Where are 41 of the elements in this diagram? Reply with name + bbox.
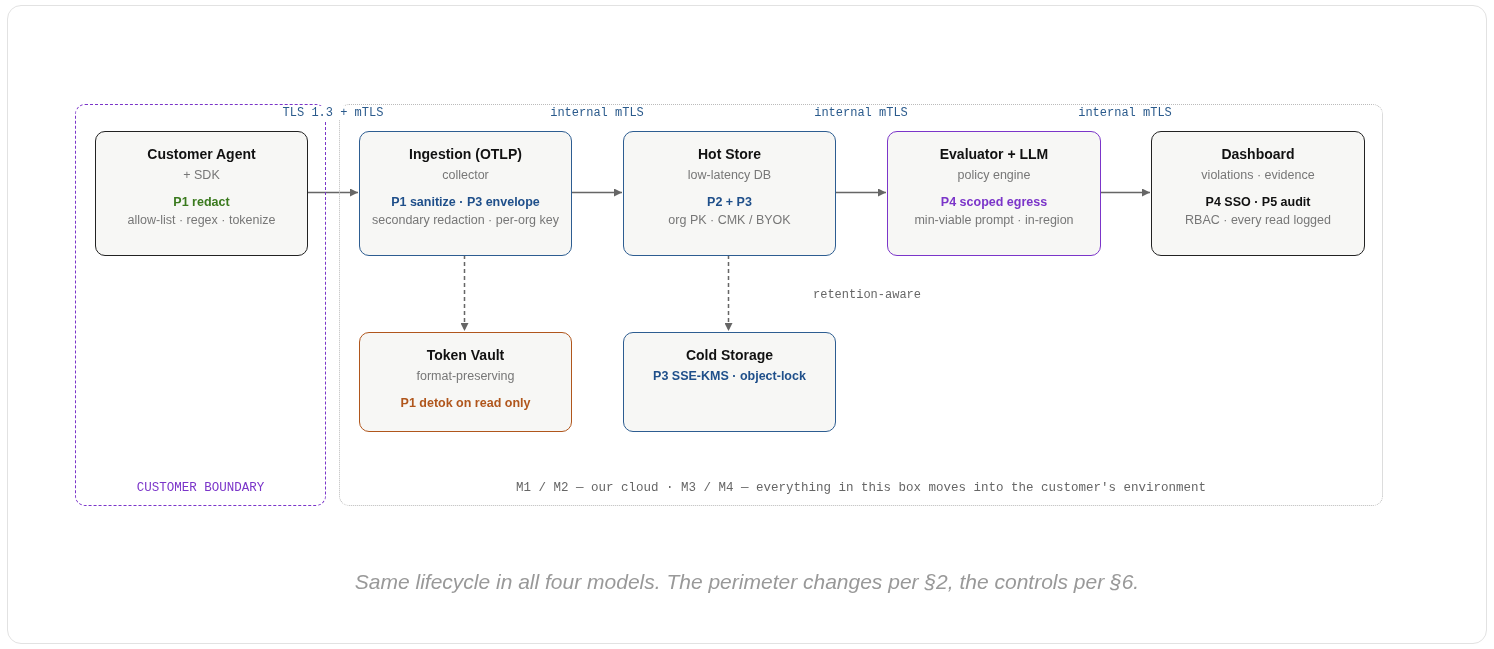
box-subtitle: policy engine xyxy=(957,168,1031,182)
process-box xyxy=(359,332,572,432)
box-title: Ingestion (OTLP) xyxy=(409,146,522,162)
box-title: Dashboard xyxy=(1221,146,1295,162)
box-subtitle: violations · evidence xyxy=(1201,168,1315,182)
process-box xyxy=(1151,131,1365,256)
box-subtitle: collector xyxy=(442,168,489,182)
box-title: Evaluator + LLM xyxy=(939,146,1049,162)
box-title: Token Vault xyxy=(426,347,505,363)
caption: Same lifecycle in all four models. The perimeter changes per §2, the controls per §6. xyxy=(353,570,1141,594)
box-detail: org PK · CMK / BYOK xyxy=(668,213,791,227)
box-title: Cold Storage xyxy=(685,347,774,363)
box-detail: min-viable prompt · in-region xyxy=(914,213,1074,227)
arrow xyxy=(306,188,359,197)
arrow xyxy=(834,188,887,197)
region-label: CUSTOMER BOUNDARY xyxy=(135,481,266,495)
process-box xyxy=(887,131,1101,256)
box-title: Customer Agent xyxy=(147,146,256,162)
control-label: P2 + P3 xyxy=(707,195,752,209)
process-box xyxy=(95,131,308,256)
control-label: P1 sanitize · P3 envelope xyxy=(391,195,540,209)
box-subtitle: format-preserving xyxy=(416,369,515,383)
arrow xyxy=(724,254,733,332)
arrow xyxy=(570,188,623,197)
process-box xyxy=(359,131,572,256)
box-detail: allow-list · regex · tokenize xyxy=(127,213,276,227)
region-label: M1 / M2 — our cloud · M3 / M4 — everything in this box moves into the customer's environment xyxy=(514,481,1208,495)
arrow xyxy=(1099,188,1151,197)
box-detail: secondary redaction · per-org key xyxy=(372,213,559,227)
control-label: P4 scoped egress xyxy=(940,195,1048,209)
arrow xyxy=(460,254,469,332)
control-label: P1 redact xyxy=(173,195,230,209)
control-label: P1 detok on read only xyxy=(400,396,531,410)
box-title: Hot Store xyxy=(698,146,761,162)
box-subtitle: + SDK xyxy=(183,168,220,182)
box-detail: RBAC · every read logged xyxy=(1185,213,1331,227)
control-label: P4 SSO · P5 audit xyxy=(1205,195,1311,209)
process-box xyxy=(623,131,836,256)
process-box xyxy=(623,332,836,432)
control-label: P3 SSE-KMS · object-lock xyxy=(653,369,806,383)
box-subtitle: low-latency DB xyxy=(687,168,772,182)
